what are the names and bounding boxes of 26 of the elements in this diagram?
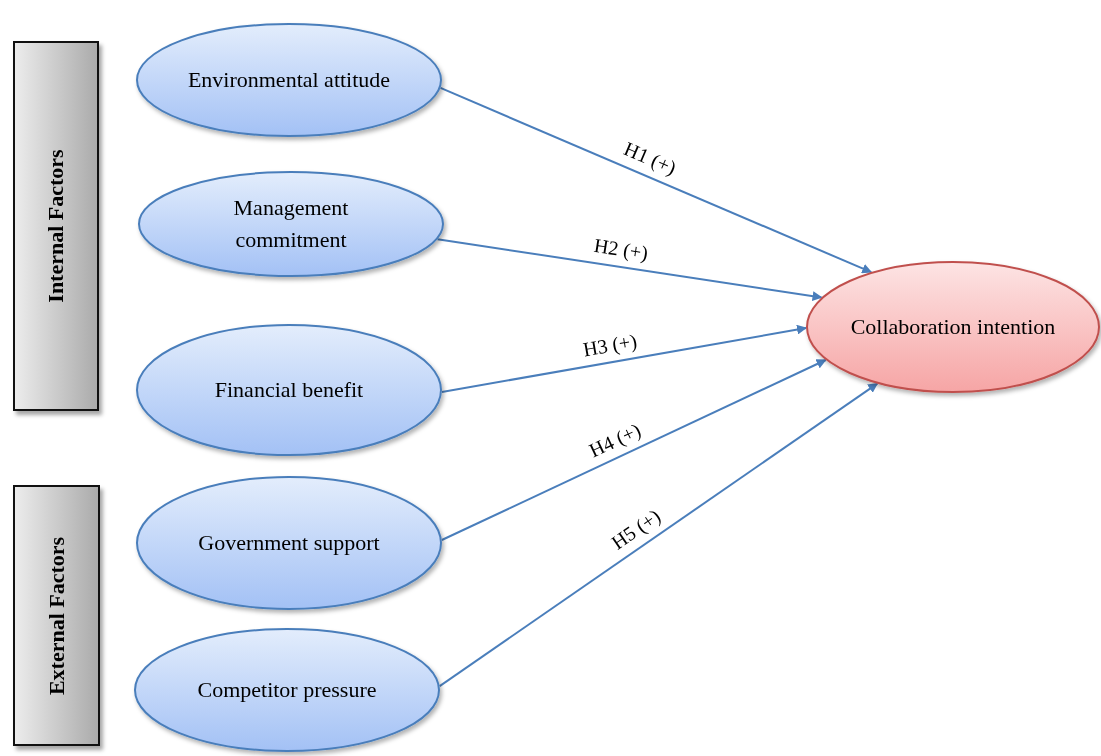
node-label: Environmental attitude xyxy=(186,66,392,94)
construct-ellipse xyxy=(134,628,440,752)
edge-label: H1 (+) xyxy=(620,137,679,181)
node-label: Government support xyxy=(197,529,381,557)
node-label: Competitor pressure xyxy=(196,676,378,704)
construct-ellipse xyxy=(136,476,442,610)
factor-group-band xyxy=(13,485,100,746)
group-label: External Factors xyxy=(43,536,70,695)
arrow xyxy=(436,238,823,302)
group-label: Internal Factors xyxy=(43,149,69,303)
node-label: Management commitment xyxy=(232,194,350,254)
construct-ellipse xyxy=(806,261,1100,393)
arrow xyxy=(440,359,827,541)
factor-group-band xyxy=(13,41,99,411)
construct-ellipse xyxy=(136,23,442,137)
arrow xyxy=(438,382,879,688)
construct-ellipse xyxy=(138,171,444,277)
node-label: Financial benefit xyxy=(213,376,365,404)
edge-label: H2 (+) xyxy=(592,234,650,266)
edge-label: H4 (+) xyxy=(585,418,645,462)
edge-label: H5 (+) xyxy=(606,505,665,555)
node-label: Collaboration intention xyxy=(849,313,1057,341)
construct-ellipse xyxy=(136,324,442,456)
arrow xyxy=(440,324,807,393)
arrow xyxy=(439,86,873,274)
edge-label: H3 (+) xyxy=(581,329,639,362)
